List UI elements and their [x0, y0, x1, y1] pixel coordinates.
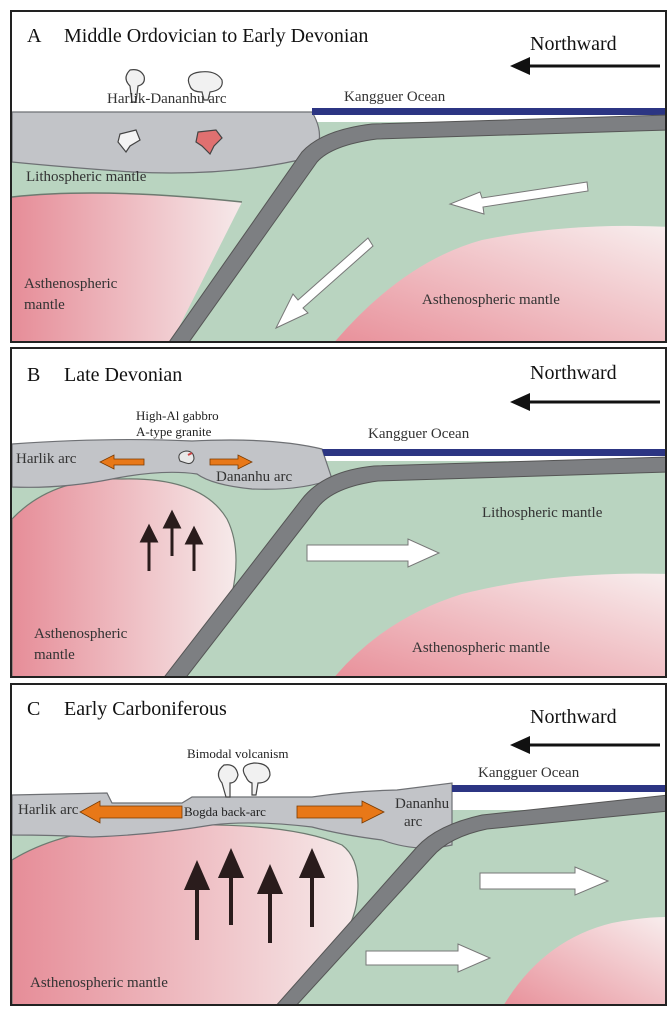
panel-c-letter: C: [27, 699, 40, 719]
panel-c-ocean-label: Kangguer Ocean: [478, 766, 579, 781]
panel-b-litho-label: Lithospheric mantle: [482, 506, 602, 521]
panel-a-litho-label: Lithospheric mantle: [26, 170, 146, 185]
panel-a-ocean-label: Kangguer Ocean: [344, 90, 445, 105]
panel-b-letter: B: [27, 365, 40, 385]
panel-c-diagram: [12, 685, 667, 1006]
panel-b-astheno-right: Asthenospheric mantle: [412, 641, 550, 656]
panel-b-astheno-left-2: mantle: [34, 648, 75, 663]
panel-b: B Late Devonian Northward High-Al gabbro…: [10, 347, 667, 678]
panel-a-astheno-left-1: Asthenospheric: [24, 277, 117, 292]
panel-c-dananhu-label-1: Dananhu: [395, 797, 449, 812]
panel-b-harlik-label: Harlik arc: [16, 452, 76, 467]
panel-b-title: Late Devonian: [64, 365, 182, 385]
panel-c-backarc-label: Bogda back-arc: [184, 805, 266, 818]
panel-c-title: Early Carboniferous: [64, 699, 227, 719]
panel-c-dananhu-label-2: arc: [404, 815, 422, 830]
panel-c-harlik-label: Harlik arc: [18, 803, 78, 818]
panel-c-astheno-left: Asthenospheric mantle: [30, 976, 168, 991]
panel-a-astheno-right: Asthenospheric mantle: [422, 293, 560, 308]
panel-a-arc-label: Harlik-Dananhu arc: [107, 92, 227, 107]
panel-b-magma-label-1: High-Al gabbro: [136, 409, 219, 422]
panel-c-northward: Northward: [530, 707, 617, 727]
ocean-strip: [452, 785, 667, 792]
panel-a-northward: Northward: [530, 34, 617, 54]
arc-crust: [12, 112, 320, 173]
panel-b-ocean-label: Kangguer Ocean: [368, 427, 469, 442]
panel-b-northward: Northward: [530, 363, 617, 383]
panel-a-letter: A: [27, 26, 41, 46]
panel-c-volcanism-label: Bimodal volcanism: [187, 747, 288, 760]
panel-b-magma-label-2: A-type granite: [136, 425, 211, 438]
panel-c: C Early Carboniferous Northward Bimodal …: [10, 683, 667, 1006]
ocean-strip: [312, 108, 667, 115]
panel-b-astheno-left-1: Asthenospheric: [34, 627, 127, 642]
panel-b-dananhu-label: Dananhu arc: [216, 470, 292, 485]
ocean-strip: [322, 449, 667, 456]
panel-a-astheno-left-2: mantle: [24, 298, 65, 313]
panel-a: A Middle Ordovician to Early Devonian No…: [10, 10, 667, 343]
panel-a-title: Middle Ordovician to Early Devonian: [64, 26, 368, 46]
